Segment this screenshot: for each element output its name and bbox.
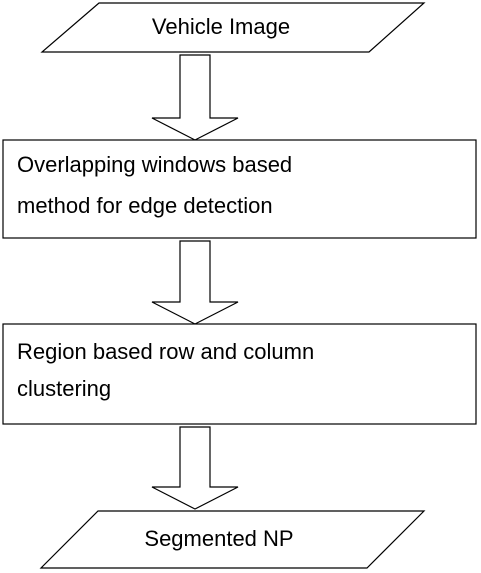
clustering-box [2,323,477,425]
edge-detection-step: Overlapping windows based method for edg… [2,139,477,239]
output-parallelogram [39,510,426,569]
input-node: Vehicle Image [40,2,426,53]
arrow-down-1 [151,54,239,141]
edge-detection-line-1: Overlapping windows based [17,152,292,177]
clustering-line-1: Region based row and column [17,339,314,364]
output-node: Segmented NP [39,510,426,569]
input-parallelogram [40,2,426,53]
edge-detection-box [2,139,477,239]
clustering-step: Region based row and column clustering [2,323,477,425]
arrow-down-3 [151,426,239,510]
output-label: Segmented NP [144,526,293,551]
arrow-down-2 [151,240,239,325]
input-label: Vehicle Image [152,14,290,39]
edge-detection-line-2: method for edge detection [17,193,273,218]
clustering-line-2: clustering [17,376,111,401]
